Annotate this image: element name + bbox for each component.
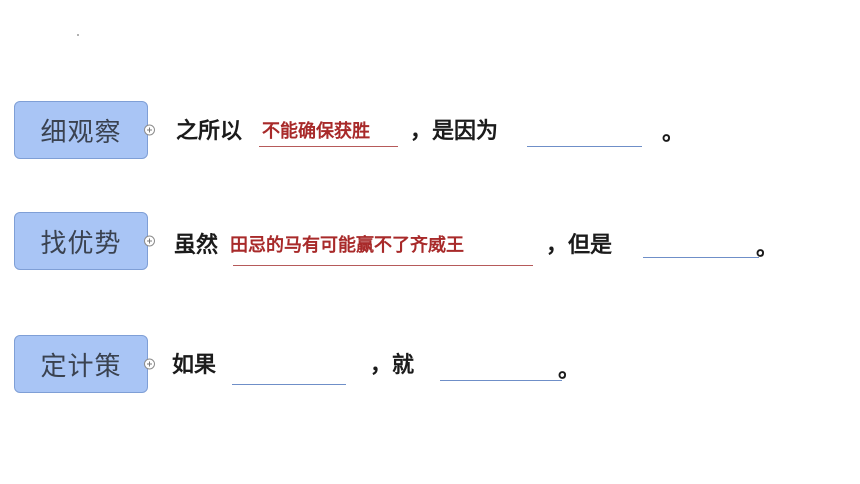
expand-plus-icon[interactable] <box>144 124 155 136</box>
blank-line[interactable] <box>440 380 562 381</box>
blank-line[interactable] <box>232 384 346 385</box>
sentence-middle: ，但是 <box>546 232 613 258</box>
sentence-prefix: 之所以 <box>176 118 243 144</box>
blank-line[interactable] <box>643 257 759 258</box>
node-label: 定计策 <box>40 351 122 382</box>
answer-underline <box>259 146 398 147</box>
mindmap-node-advantage[interactable]: 找优势 <box>14 212 155 270</box>
decorative-dot <box>77 34 79 36</box>
sentence-prefix: 虽然 <box>174 232 219 258</box>
mindmap-node-plan[interactable]: 定计策 <box>14 335 155 393</box>
node-label: 找优势 <box>40 228 122 259</box>
node-label: 细观察 <box>40 117 122 148</box>
sentence-middle: ，就 <box>370 352 415 378</box>
answer-text: 不能确保获胜 <box>262 121 370 142</box>
mindmap-node-observe[interactable]: 细观察 <box>14 101 155 159</box>
expand-plus-icon[interactable] <box>144 358 155 370</box>
sentence-end: 。 <box>756 235 779 261</box>
answer-text: 田忌的马有可能赢不了齐威王 <box>230 235 464 256</box>
blank-line[interactable] <box>527 146 642 147</box>
sentence-end: 。 <box>558 357 581 383</box>
sentence-middle: ，是因为 <box>410 118 499 144</box>
sentence-end: 。 <box>662 120 685 146</box>
expand-plus-icon[interactable] <box>144 235 155 247</box>
answer-underline <box>233 265 533 266</box>
sentence-prefix: 如果 <box>172 352 217 378</box>
